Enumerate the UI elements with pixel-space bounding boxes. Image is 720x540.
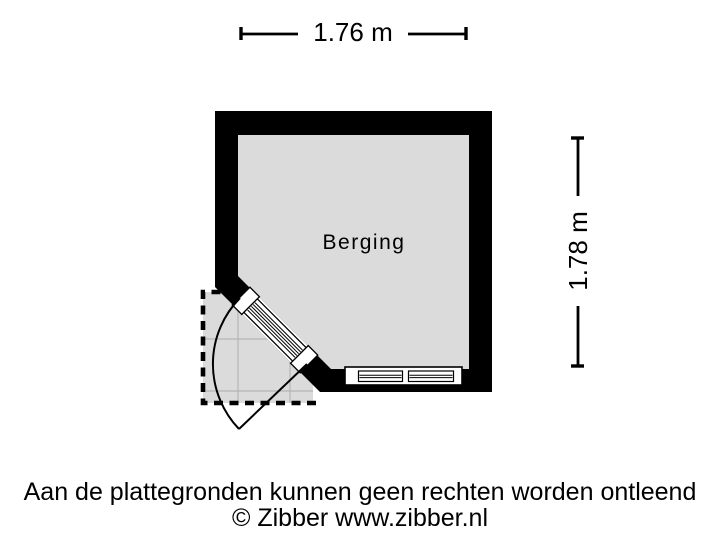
dimension-width: 1.76 m bbox=[239, 12, 468, 50]
door bbox=[231, 286, 319, 374]
entry-area-dashed-border bbox=[200, 289, 316, 406]
entry-area-floor bbox=[203, 292, 313, 403]
dimension-height-label-box bbox=[559, 196, 597, 306]
dimension-height-label: 1.78 m bbox=[563, 211, 593, 291]
window-pane-left bbox=[357, 370, 404, 383]
copyright-text: © Zibber www.zibber.nl bbox=[232, 504, 488, 532]
dimension-width-label-box bbox=[298, 12, 408, 50]
door-leaf-stripes bbox=[247, 302, 303, 358]
exterior-entry-area bbox=[200, 289, 316, 406]
door-swing-leaf-line bbox=[238, 363, 308, 430]
room-label: Berging bbox=[323, 231, 406, 254]
window bbox=[344, 366, 463, 386]
window-pane-right bbox=[407, 370, 455, 383]
room-floor bbox=[238, 135, 469, 369]
disclaimer-text: Aan de plattegronden kunnen geen rechten… bbox=[24, 478, 697, 506]
dimension-width-label: 1.76 m bbox=[313, 17, 393, 47]
door-swing-arc bbox=[211, 297, 241, 430]
dimension-height: 1.78 m bbox=[559, 136, 597, 368]
